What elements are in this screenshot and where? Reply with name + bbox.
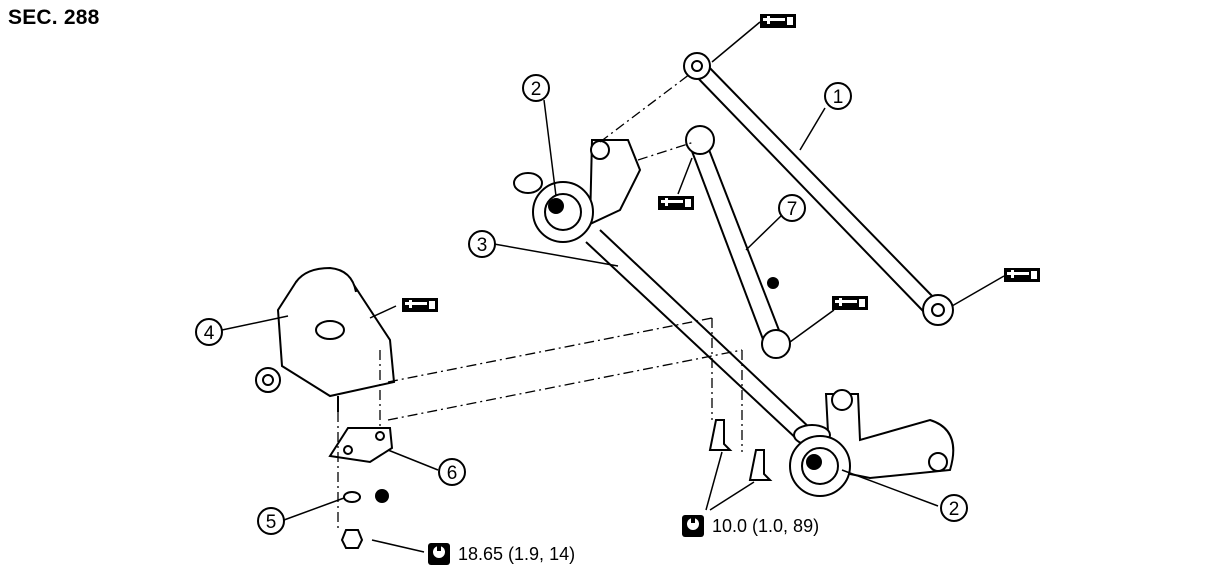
- svg-text:2: 2: [949, 499, 960, 520]
- svg-text:1: 1: [833, 87, 844, 108]
- wiper-motor: [255, 266, 396, 412]
- wiper-link-7: [685, 125, 791, 359]
- callout-4: 4: [195, 318, 223, 346]
- torque-value-bolts: 10.0 (1.0, 89): [712, 516, 820, 536]
- callout-3: 3: [468, 230, 496, 258]
- torque-wrench-icon: [682, 515, 704, 537]
- callout-2-upper: 2: [522, 74, 550, 102]
- svg-text:4: 4: [204, 323, 215, 344]
- leader-lines: [221, 21, 1005, 553]
- callout-1: 1: [824, 82, 852, 110]
- alignment-lines: [337, 73, 743, 530]
- callout-2-lower: 2: [940, 494, 968, 522]
- washer-and-nut: [340, 491, 364, 549]
- wiper-link-1: [683, 52, 954, 326]
- wiper-link-3: [585, 229, 813, 443]
- svg-text:5: 5: [266, 512, 277, 533]
- motor-bracket: [328, 427, 394, 464]
- section-code: SEC. 288: [8, 6, 100, 29]
- mounting-bolts: [708, 419, 773, 481]
- wiper-pivot-lower: [789, 389, 955, 497]
- svg-text:2: 2: [531, 79, 542, 100]
- callout-7: 7: [778, 194, 806, 222]
- svg-text:6: 6: [447, 463, 458, 484]
- callout-6: 6: [438, 458, 466, 486]
- torque-wrench-icon: [428, 543, 450, 565]
- wiper-pivot-upper: [513, 139, 642, 243]
- svg-text:7: 7: [787, 199, 798, 220]
- svg-text:3: 3: [477, 235, 488, 256]
- lubricate-grease-icon: [402, 14, 1040, 312]
- torque-value-motor-nut: 18.65 (1.9, 14): [458, 544, 576, 564]
- callout-5: 5: [257, 507, 285, 535]
- black-dot-marker-icon: [375, 277, 779, 503]
